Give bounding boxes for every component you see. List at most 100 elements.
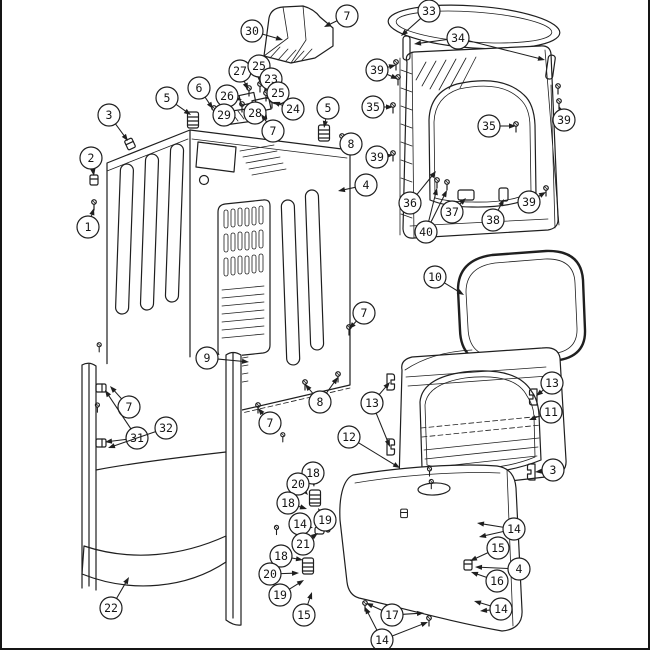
callout-38: 38	[481, 199, 505, 232]
callout-number: 3	[106, 108, 113, 122]
callout-number: 11	[544, 405, 558, 419]
callout-number: 16	[490, 574, 504, 588]
leader-line	[112, 389, 123, 400]
callout-40: 40	[414, 188, 447, 244]
bracket-34-icon	[545, 54, 556, 80]
callout-balloon	[117, 395, 141, 419]
callout-number: 7	[270, 124, 277, 138]
leader-line	[483, 530, 504, 537]
callout-balloon	[339, 132, 363, 156]
callout-19: 19	[313, 508, 337, 532]
leader-arrowhead	[305, 384, 312, 392]
screw-icon	[555, 83, 561, 95]
leader-arrowhead	[432, 188, 438, 196]
callout-number: 39	[370, 150, 384, 164]
latch-icon	[301, 557, 315, 575]
callout-number: 18	[281, 496, 295, 510]
callout-number: 18	[306, 466, 320, 480]
leader-arrowhead	[89, 208, 95, 216]
leader-line	[289, 582, 301, 590]
callout-32: 32	[108, 416, 178, 449]
callout-10: 10	[423, 265, 464, 295]
callout-balloon	[485, 569, 509, 593]
callout-18: 18	[269, 544, 303, 568]
part-outer-door-panel	[339, 464, 523, 632]
leader-arrowhead	[299, 504, 307, 510]
callout-balloon	[446, 26, 470, 50]
callout-number: 19	[318, 513, 332, 527]
callout-39: 39	[517, 190, 546, 214]
callout-balloon	[154, 416, 178, 440]
leader-line	[468, 40, 541, 60]
leader-line	[116, 581, 127, 599]
callout-14: 14	[474, 597, 513, 621]
leader-arrowhead	[509, 123, 516, 129]
leader-line	[342, 186, 356, 191]
callout-balloon	[380, 603, 404, 627]
screw-icon	[239, 101, 245, 113]
screw-icon	[390, 150, 396, 162]
callout-22: 22	[99, 577, 129, 620]
leader-line	[404, 17, 422, 34]
leader-arrowhead	[296, 580, 304, 586]
leader-line	[370, 604, 383, 611]
hinge-clip-icon	[386, 373, 396, 391]
callout-balloon	[502, 517, 526, 541]
leader-arrowhead	[401, 29, 408, 36]
callout-number: 13	[545, 376, 559, 390]
leader-line	[430, 194, 446, 223]
callout-15: 15	[292, 592, 316, 627]
callout-number: 2	[88, 151, 95, 165]
callout-balloon	[268, 583, 292, 607]
callout-20: 20	[258, 562, 299, 586]
callout-number: 4	[363, 178, 370, 192]
callout-number: 14	[293, 517, 307, 531]
callout-12: 12	[337, 425, 400, 468]
callout-19: 19	[268, 580, 304, 607]
leader-line	[366, 611, 378, 631]
leader-arrowhead	[338, 186, 346, 193]
part-door-gasket	[456, 249, 587, 365]
callout-28: 28	[243, 101, 267, 125]
leader-line	[358, 442, 397, 466]
callout-5: 5	[316, 96, 340, 128]
callout-number: 20	[291, 477, 305, 491]
callout-35: 35	[361, 95, 393, 119]
callout-6: 6	[187, 76, 213, 109]
leader-arrowhead	[390, 73, 398, 79]
callout-number: 6	[196, 81, 203, 95]
callout-balloon	[313, 508, 337, 532]
callout-balloon	[286, 472, 310, 496]
callout-number: 14	[507, 522, 521, 536]
leader-arrowhead	[459, 198, 466, 205]
callout-balloon	[486, 536, 510, 560]
leader-line	[112, 431, 156, 447]
leader-line	[418, 38, 448, 44]
callout-balloon	[417, 0, 441, 23]
leader-arrowhead	[479, 532, 487, 538]
screw-icon	[426, 615, 432, 627]
callout-number: 29	[217, 108, 231, 122]
callout-number: 7	[267, 416, 274, 430]
callout-balloon	[365, 58, 389, 82]
leader-arrowhead	[322, 120, 328, 128]
leader-line	[326, 380, 336, 394]
callout-balloon	[414, 220, 438, 244]
callout-number: 15	[491, 541, 505, 555]
callout-7: 7	[261, 114, 285, 143]
leader-arrowhead	[470, 555, 478, 561]
callout-balloon	[352, 301, 376, 325]
leader-arrowhead	[108, 443, 116, 449]
leader-arrowhead	[273, 101, 281, 107]
callout-number: 34	[451, 31, 465, 45]
callout-37: 37	[440, 198, 466, 224]
leader-arrowhead	[90, 168, 96, 176]
callout-balloon	[258, 562, 282, 586]
callout-number: 30	[245, 24, 259, 38]
leader-line	[115, 123, 126, 138]
callout-35: 35	[477, 114, 516, 138]
callout-number: 10	[428, 270, 442, 284]
leader-arrowhead	[310, 533, 318, 540]
leader-arrowhead	[538, 192, 546, 198]
